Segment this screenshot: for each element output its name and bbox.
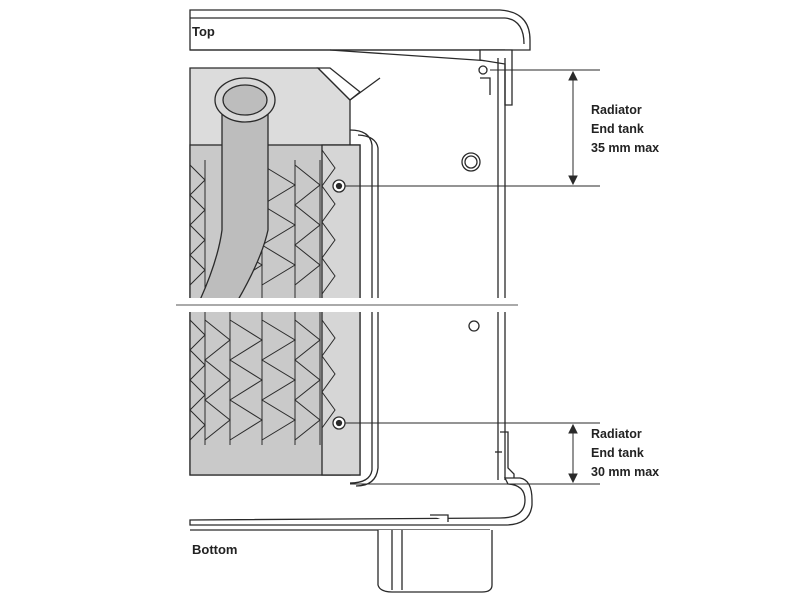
case-side-panel	[461, 58, 515, 480]
dimension-35mm	[345, 69, 600, 187]
case-top-panel	[189, 9, 531, 106]
annotation-line: 35 mm max	[591, 141, 660, 155]
annotation-line: End tank	[591, 446, 644, 460]
annotation-line: 30 mm max	[591, 465, 660, 479]
bottom-label: Bottom	[192, 542, 238, 557]
case-bottom-panel	[189, 477, 533, 593]
annotation-30mm: Radiator End tank 30 mm max	[591, 425, 659, 482]
annotation-line: End tank	[591, 122, 644, 136]
annotation-line: Radiator	[591, 427, 642, 441]
annotation-line: Radiator	[591, 103, 642, 117]
annotation-35mm: Radiator End tank 35 mm max	[591, 101, 659, 158]
break-line	[176, 298, 518, 312]
coolant-tube	[198, 77, 276, 301]
dimension-30mm	[345, 422, 600, 485]
top-label: Top	[192, 24, 215, 39]
